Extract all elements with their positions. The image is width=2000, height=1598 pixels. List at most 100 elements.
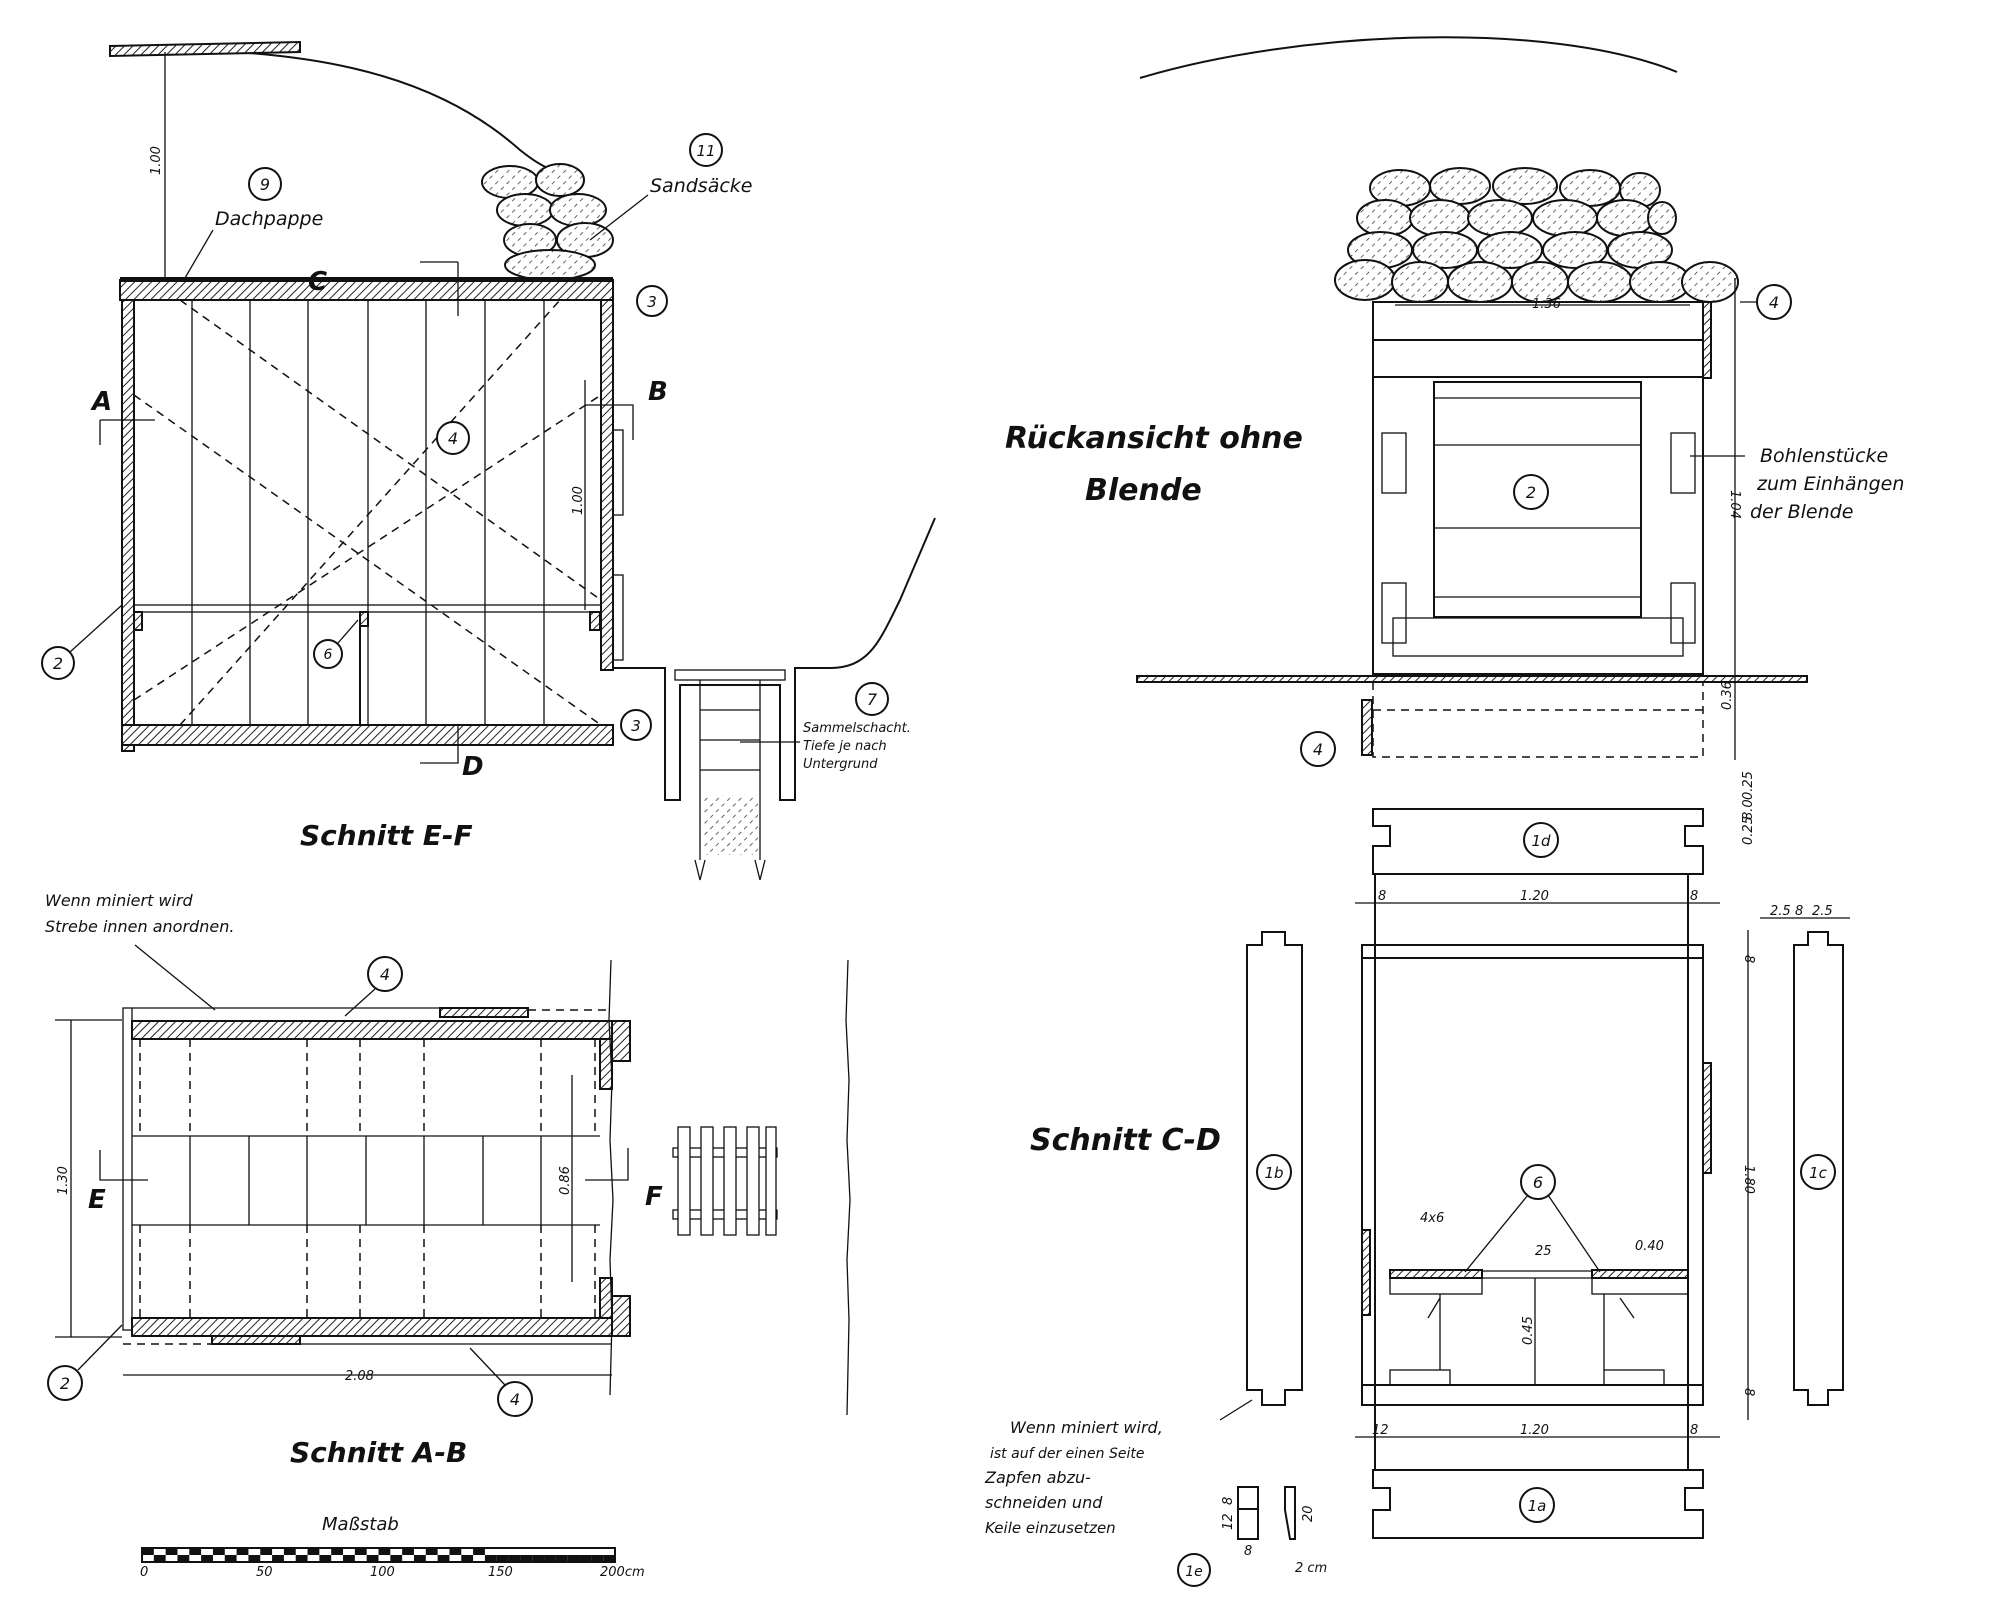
svg-text:8: 8 xyxy=(1221,1497,1236,1505)
svg-text:4: 4 xyxy=(510,1390,520,1409)
ladder-detail xyxy=(672,1126,778,1236)
scale-cell xyxy=(484,1555,497,1562)
svg-text:1.20: 1.20 xyxy=(1520,889,1549,904)
scale-cell xyxy=(520,1555,533,1562)
ab-hidden-lines xyxy=(139,1039,596,1318)
planks xyxy=(191,300,545,725)
scale-cell xyxy=(473,1548,485,1555)
roofing-felt xyxy=(120,277,613,282)
svg-text:Dachpappe: Dachpappe xyxy=(215,208,323,230)
scale-cell xyxy=(425,1548,438,1555)
scale-bar: Maßstab 0 50 100 150 200cm xyxy=(140,1514,645,1580)
left-wall xyxy=(121,299,135,752)
piece-1c xyxy=(1793,931,1844,1406)
scale-cell xyxy=(461,1555,474,1562)
svg-text:200cm: 200cm xyxy=(600,1565,645,1580)
ab-part-number-4-bottom: 4 xyxy=(497,1381,533,1417)
trench-wall-line-far xyxy=(845,959,851,1416)
svg-text:Strebe innen anordnen.: Strebe innen anordnen. xyxy=(45,917,234,936)
ab-planks xyxy=(189,1136,542,1225)
svg-text:B: B xyxy=(648,377,668,407)
part-number-1b: 1b xyxy=(1256,1154,1292,1190)
svg-text:8: 8 xyxy=(1244,1544,1252,1559)
svg-text:2: 2 xyxy=(53,654,63,673)
svg-text:2.5: 2.5 xyxy=(1812,904,1833,919)
earth-mound-right xyxy=(1139,36,1678,79)
rear-part-number-2: 2 xyxy=(1513,474,1549,510)
svg-text:Blende: Blende xyxy=(1085,473,1202,508)
part-number-6-cd: 6 xyxy=(1520,1164,1556,1200)
scale-cell xyxy=(283,1548,296,1555)
scale-cell xyxy=(402,1548,414,1555)
scale-cell xyxy=(579,1555,592,1562)
svg-text:1.36: 1.36 xyxy=(1532,297,1561,312)
piece-1d xyxy=(1372,808,1704,875)
scale-cell xyxy=(153,1555,166,1562)
part-number-1d: 1d xyxy=(1523,822,1559,858)
svg-text:Tiefe je nach: Tiefe je nach xyxy=(803,739,887,754)
section-ef-title: Schnitt E-F xyxy=(300,819,473,852)
part-number-6: 6 xyxy=(313,639,343,669)
svg-text:12: 12 xyxy=(1221,1513,1236,1530)
scale-cell xyxy=(555,1555,568,1562)
part-number-2: 2 xyxy=(41,646,75,680)
svg-text:50: 50 xyxy=(256,1565,273,1580)
svg-text:Rückansicht ohne: Rückansicht ohne xyxy=(1005,421,1303,456)
scale-cell xyxy=(413,1555,426,1562)
scale-cell xyxy=(449,1548,462,1555)
part-number-1c: 1c xyxy=(1800,1154,1836,1190)
scale-cell xyxy=(295,1555,308,1562)
scale-cell xyxy=(224,1555,237,1562)
svg-text:Untergrund: Untergrund xyxy=(803,757,878,772)
floor-beam xyxy=(121,724,614,746)
part-number-9: 9 xyxy=(248,167,282,201)
svg-text:C: C xyxy=(308,267,327,297)
svg-text:2: 2 xyxy=(60,1374,70,1393)
svg-text:zum Einhängen: zum Einhängen xyxy=(1756,473,1904,495)
scale-cell xyxy=(354,1548,367,1555)
part-number-1a: 1a xyxy=(1519,1487,1555,1523)
top-wall xyxy=(131,1020,613,1040)
svg-text:4: 4 xyxy=(380,965,390,984)
svg-text:1a: 1a xyxy=(1528,1497,1547,1515)
svg-text:F: F xyxy=(645,1182,663,1212)
scale-cell xyxy=(319,1555,332,1562)
svg-text:Maßstab: Maßstab xyxy=(322,1514,399,1535)
svg-text:0.25: 0.25 xyxy=(1741,816,1756,845)
svg-text:25: 25 xyxy=(1535,1244,1552,1259)
svg-text:A: A xyxy=(90,387,112,417)
scale-cell xyxy=(343,1555,355,1562)
svg-text:1.20: 1.20 xyxy=(1520,1423,1549,1438)
svg-text:Zapfen abzu-: Zapfen abzu- xyxy=(984,1468,1091,1487)
trench-wall-line xyxy=(608,959,614,1396)
svg-text:0.86: 0.86 xyxy=(558,1166,573,1195)
svg-text:Bohlenstücke: Bohlenstücke xyxy=(1760,445,1888,467)
svg-text:1.04: 1.04 xyxy=(1727,490,1742,519)
svg-text:0: 0 xyxy=(140,1565,148,1580)
sump-ladder xyxy=(694,680,766,881)
section-ef: 1.00 1.00 xyxy=(41,40,936,881)
scale-cell xyxy=(378,1548,391,1555)
svg-text:8: 8 xyxy=(1741,955,1756,963)
scale-cell xyxy=(307,1548,320,1555)
svg-text:2.08: 2.08 xyxy=(345,1369,374,1384)
scale-cell xyxy=(189,1548,202,1555)
svg-text:6: 6 xyxy=(324,647,333,663)
scale-cell xyxy=(567,1555,580,1562)
bottom-wall xyxy=(131,1317,613,1337)
svg-text:der Blende: der Blende xyxy=(1750,501,1853,523)
svg-text:1c: 1c xyxy=(1809,1164,1828,1182)
part-number-4: 4 xyxy=(436,421,470,455)
rear-opening xyxy=(1433,381,1642,618)
scale-cell xyxy=(437,1555,450,1562)
svg-text:8: 8 xyxy=(1378,889,1386,904)
scale-cell xyxy=(236,1548,249,1555)
svg-text:4: 4 xyxy=(1769,293,1779,312)
svg-text:2.5: 2.5 xyxy=(1770,904,1791,919)
scale-cell xyxy=(248,1555,261,1562)
scale-cell xyxy=(272,1555,284,1562)
svg-text:Keile einzusetzen: Keile einzusetzen xyxy=(985,1519,1116,1537)
svg-text:4x6: 4x6 xyxy=(1420,1211,1444,1226)
svg-text:Wenn miniert wird,: Wenn miniert wird, xyxy=(1010,1418,1163,1437)
